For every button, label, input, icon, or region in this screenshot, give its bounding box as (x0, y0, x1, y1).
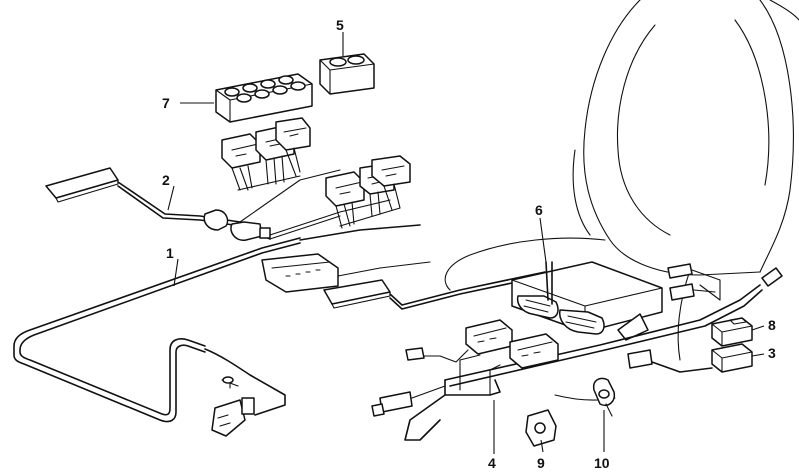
callout-8: 8 (768, 317, 776, 333)
multi-relay-block (215, 73, 313, 123)
seat-outline (444, 0, 799, 401)
clip-holder (525, 409, 557, 447)
callout-4: 4 (488, 455, 496, 471)
callout-labels: 1 2 3 4 5 6 7 8 9 10 (162, 17, 776, 471)
seat-lower-harness (371, 263, 783, 441)
callout-7: 7 (162, 95, 170, 111)
relay-harness (45, 167, 391, 241)
callout-1: 1 (166, 245, 174, 261)
connector-8 (711, 317, 753, 347)
seat-control-module (511, 261, 663, 341)
callout-3: 3 (768, 345, 776, 361)
main-wiring-harness (13, 237, 301, 437)
callout-5: 5 (336, 17, 344, 33)
control-unit-harness (261, 224, 546, 310)
relay-group-lower (325, 155, 411, 229)
relay-group-upper (221, 117, 311, 191)
relay-block (319, 53, 375, 95)
callout-10: 10 (594, 455, 610, 471)
leader-lines (167, 32, 765, 454)
callout-2: 2 (162, 172, 170, 188)
cable-clip (592, 377, 616, 417)
callout-9: 9 (537, 455, 545, 471)
callout-6: 6 (535, 202, 543, 218)
connector-3 (627, 343, 753, 373)
